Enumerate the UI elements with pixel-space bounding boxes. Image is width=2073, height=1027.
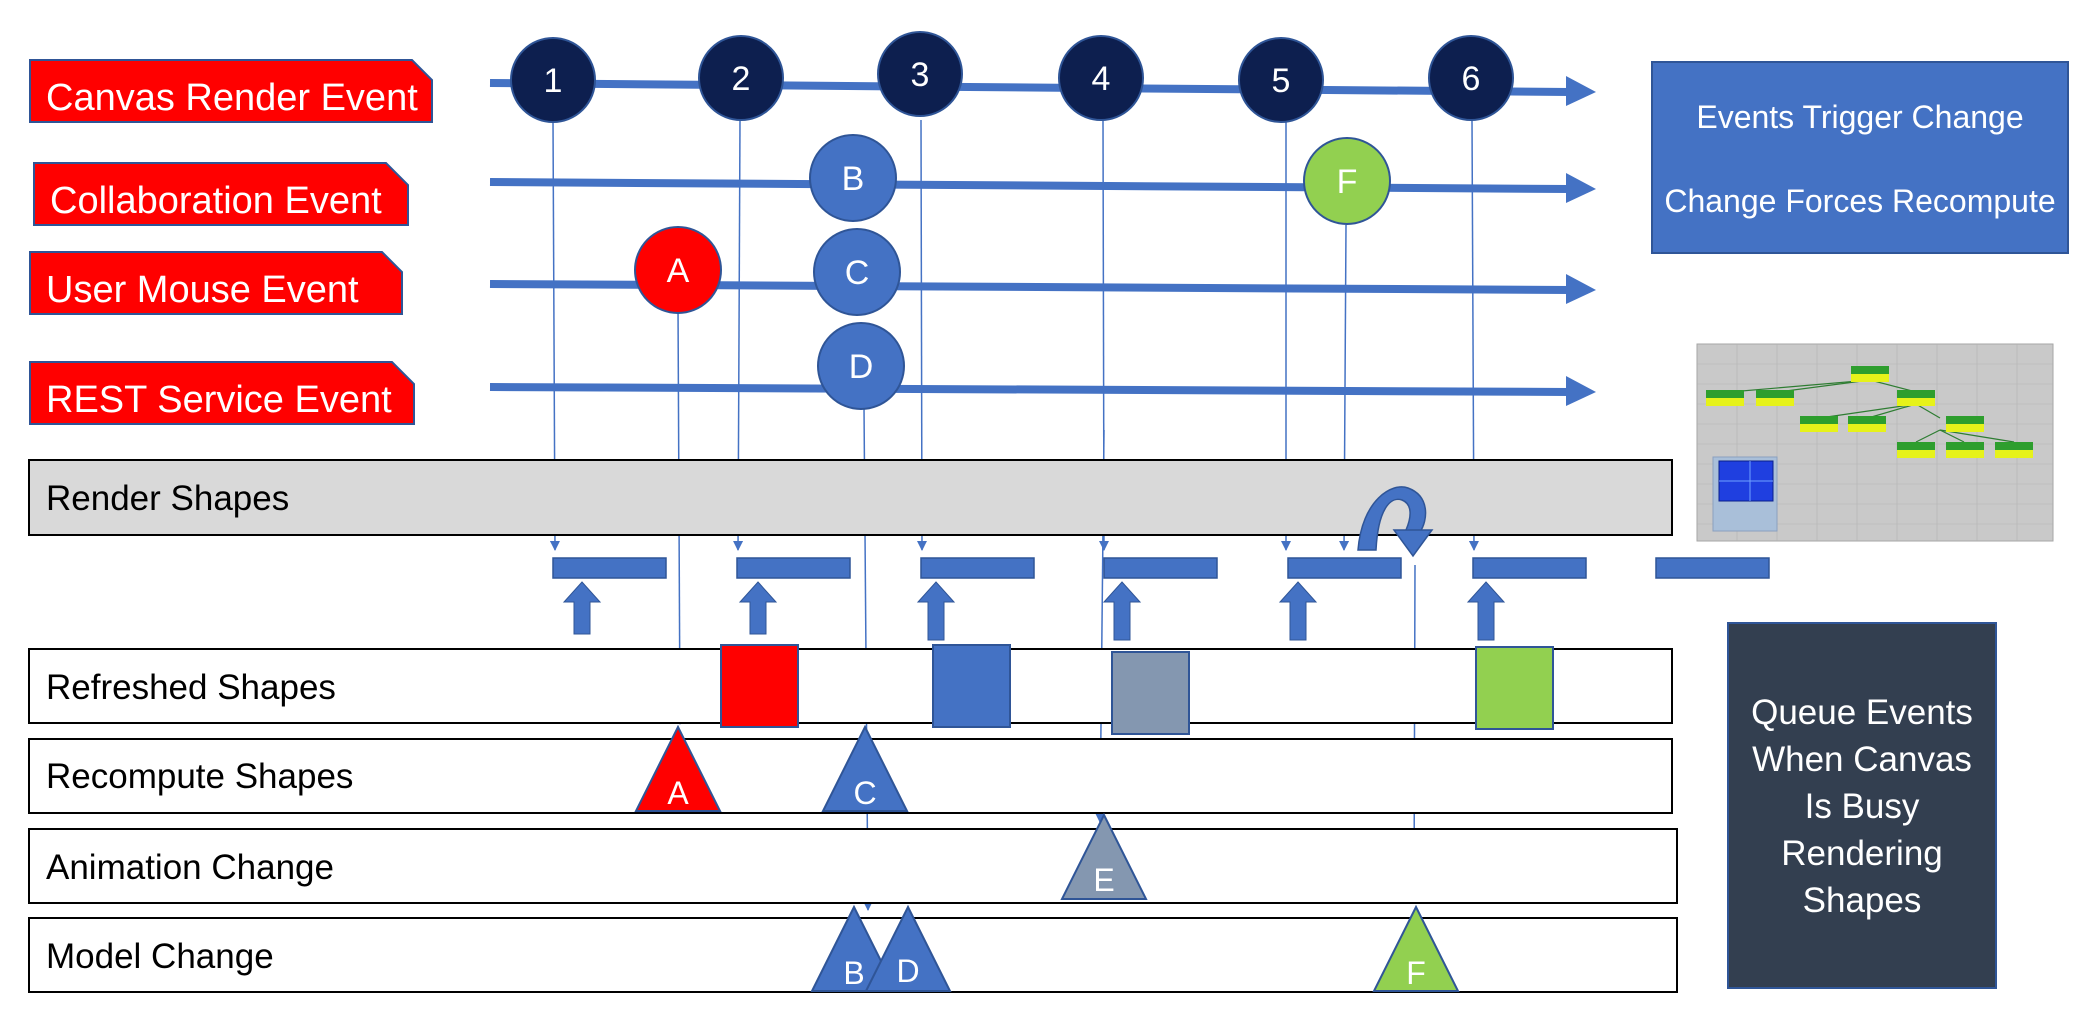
marker-animation-e: E xyxy=(1060,812,1148,900)
queue-panel-line-4: Rendering xyxy=(1781,834,1943,873)
marker-model-f: F xyxy=(1372,904,1460,992)
info-panel-line-1: Events Trigger Change xyxy=(1696,99,2023,135)
marker-recompute-a-label: A xyxy=(667,775,689,811)
refreshed-block-gray xyxy=(1111,651,1190,735)
render-tick-2: 2 xyxy=(698,35,784,121)
render-tick-1: 1 xyxy=(510,37,596,123)
upward-arrow-1 xyxy=(562,581,602,635)
event-source-canvas-render: Canvas Render Event xyxy=(29,59,433,123)
lane-model-change-label: Model Change xyxy=(46,937,274,976)
render-tick-6: 6 xyxy=(1428,35,1514,121)
render-slots xyxy=(552,557,1770,579)
event-node-c: C xyxy=(813,228,901,316)
render-slot-5 xyxy=(1287,557,1402,579)
refreshed-block-green xyxy=(1475,646,1554,730)
queue-panel-line-2: When Canvas xyxy=(1752,740,1972,779)
event-node-d-label: D xyxy=(849,348,874,386)
queue-panel: Queue Events When Canvas Is Busy Renderi… xyxy=(1727,622,1997,989)
event-node-b-label: B xyxy=(842,160,865,198)
refreshed-block-blue xyxy=(932,644,1011,728)
event-source-collaboration: Collaboration Event xyxy=(33,162,409,226)
event-node-a: A xyxy=(634,226,722,314)
marker-model-d: D xyxy=(864,904,952,992)
render-tick-4: 4 xyxy=(1058,35,1144,121)
thumbnail-nodes xyxy=(1706,366,2033,458)
upward-arrows xyxy=(562,581,1506,641)
event-node-a-label: A xyxy=(667,252,690,290)
timeline-rest-service xyxy=(489,376,1596,406)
event-node-d: D xyxy=(817,322,905,410)
queue-panel-line-1: Queue Events xyxy=(1751,693,1973,732)
event-node-f-label: F xyxy=(1337,163,1358,201)
event-node-c-label: C xyxy=(845,254,870,292)
lane-refreshed-shapes-label: Refreshed Shapes xyxy=(46,668,336,707)
lane-recompute-shapes-label: Recompute Shapes xyxy=(46,757,353,796)
queue-panel-line-5: Shapes xyxy=(1803,881,1922,920)
marker-recompute-c-label: C xyxy=(853,775,876,811)
render-slot-2 xyxy=(736,557,851,579)
event-source-user-mouse: User Mouse Event xyxy=(29,251,403,315)
lane-animation-change: Animation Change xyxy=(28,828,1678,904)
marker-model-d-label: D xyxy=(896,953,919,989)
timeline-collaboration xyxy=(489,173,1596,203)
upward-arrow-4 xyxy=(1102,581,1142,641)
render-slot-1 xyxy=(552,557,667,579)
lane-animation-change-label: Animation Change xyxy=(46,848,334,887)
render-tick-5-label: 5 xyxy=(1272,62,1291,100)
upward-arrow-5 xyxy=(1278,581,1318,641)
event-node-b: B xyxy=(809,134,897,222)
render-slot-4 xyxy=(1103,557,1218,579)
canvas-render-event-label: Canvas Render Event xyxy=(46,77,418,119)
render-slot-6 xyxy=(1472,557,1587,579)
info-panel: Events Trigger Change Change Forces Reco… xyxy=(1651,61,2069,254)
tree-diagram-thumbnail xyxy=(1696,343,2054,542)
marker-model-b-label: B xyxy=(843,955,864,991)
marker-animation-e-label: E xyxy=(1093,862,1114,898)
lane-render-shapes: Render Shapes xyxy=(28,459,1673,536)
event-source-rest-service: REST Service Event xyxy=(29,361,415,425)
upward-arrow-6 xyxy=(1466,581,1506,641)
user-mouse-event-label: User Mouse Event xyxy=(46,269,359,311)
render-slot-7 xyxy=(1655,557,1770,579)
event-node-f: F xyxy=(1303,137,1391,225)
lane-refreshed-shapes: Refreshed Shapes xyxy=(28,648,1673,724)
timeline-canvas-render xyxy=(489,76,1596,106)
render-tick-2-label: 2 xyxy=(732,60,751,98)
marker-model-b: B xyxy=(810,904,898,992)
requeue-curved-arrow xyxy=(1357,486,1434,558)
rest-service-event-label: REST Service Event xyxy=(46,379,392,421)
upward-arrow-3 xyxy=(916,581,956,641)
info-panel-line-2: Change Forces Recompute xyxy=(1664,183,2055,219)
queue-panel-line-3: Is Busy xyxy=(1805,787,1920,826)
render-tick-1-label: 1 xyxy=(544,62,563,100)
lane-render-shapes-label: Render Shapes xyxy=(46,479,289,518)
render-tick-5: 5 xyxy=(1238,37,1324,123)
render-tick-4-label: 4 xyxy=(1092,60,1111,98)
render-tick-3: 3 xyxy=(877,31,963,117)
render-tick-3-label: 3 xyxy=(911,56,930,94)
render-tick-6-label: 6 xyxy=(1462,60,1481,98)
refreshed-blocks xyxy=(720,644,1554,735)
marker-recompute-a: A xyxy=(634,724,722,812)
render-slot-3 xyxy=(920,557,1035,579)
marker-recompute-c: C xyxy=(821,724,909,812)
refreshed-block-red xyxy=(720,644,799,728)
upward-arrow-2 xyxy=(738,581,778,635)
marker-model-f-label: F xyxy=(1406,955,1426,991)
collaboration-event-label: Collaboration Event xyxy=(50,180,382,222)
